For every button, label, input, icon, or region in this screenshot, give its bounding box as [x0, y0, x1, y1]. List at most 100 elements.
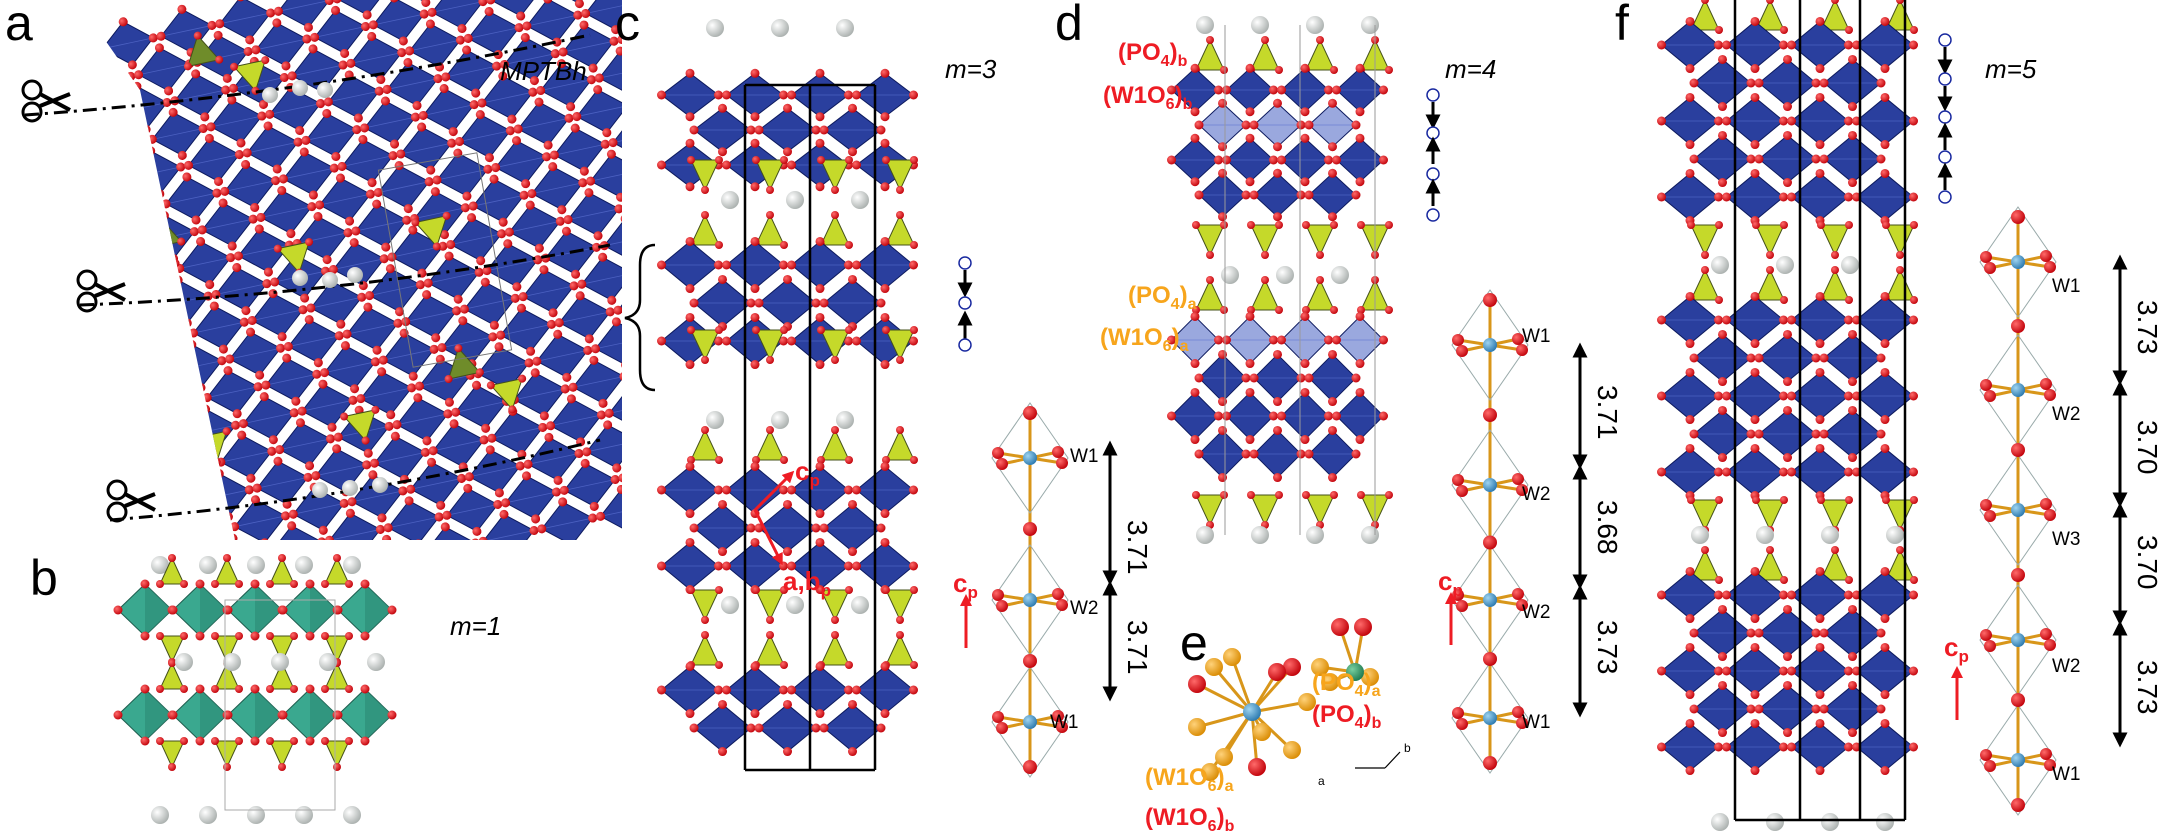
oxygen-atom	[530, 368, 540, 378]
oxygen-atom	[250, 684, 260, 694]
oxygen-atom	[1910, 576, 1918, 584]
oxygen-atom	[369, 458, 379, 468]
oxygen-atom	[1657, 742, 1666, 752]
oxygen-atom	[1283, 658, 1301, 676]
oxygen-atom	[321, 685, 329, 693]
oxygen-atom	[1689, 78, 1699, 88]
oxygen-atom	[715, 661, 723, 669]
oxygen-atom	[667, 23, 678, 34]
oxygen-atom	[372, 199, 382, 209]
tetrahedron	[1250, 278, 1280, 311]
oxygen-atom	[1269, 85, 1278, 95]
octahedron-edge	[536, 350, 588, 362]
oxygen-atom	[815, 68, 825, 78]
oxygen-atom	[1512, 706, 1524, 718]
oxygen-atom	[714, 336, 723, 346]
octahedron-edge	[581, 272, 622, 285]
oxygen-atom	[492, 61, 502, 71]
oxygen-atom	[559, 485, 569, 495]
oxygen-atom	[377, 513, 387, 523]
oxygen-atom	[1718, 405, 1727, 415]
oxygen-atom	[444, 374, 453, 383]
oxygen-atom	[295, 125, 305, 135]
oxygen-atom	[852, 260, 861, 270]
oxygen-atom	[168, 659, 176, 667]
oxygen-atom	[852, 160, 861, 170]
oxygen-atom	[235, 737, 243, 745]
cation-atom	[721, 596, 739, 614]
octahedron-edge	[478, 362, 530, 375]
cation-atom	[317, 82, 333, 98]
oxygen-atom	[368, 20, 378, 30]
oxygen-atom	[1811, 704, 1821, 714]
oxygen-atom	[1296, 120, 1306, 130]
octahedron-edge	[333, 258, 385, 270]
oxygen-atom	[335, 173, 345, 183]
oxygen-atom	[718, 147, 727, 157]
oxygen-atom	[1819, 704, 1829, 714]
cation-atom	[199, 556, 217, 574]
oxygen-atom	[663, 395, 674, 406]
oxygen-atom	[1722, 391, 1731, 401]
oxygen-atom	[143, 405, 153, 415]
oxygen-atom	[266, 8, 276, 18]
octahedron-edge	[564, 479, 616, 491]
oxygen-atom	[1268, 663, 1286, 681]
phosphorus-atom	[1188, 718, 1206, 736]
oxygen-atom	[342, 329, 352, 339]
oxygen-atom	[193, 496, 203, 506]
tetrahedron	[269, 635, 295, 664]
oxygen-atom	[845, 156, 853, 164]
cluster-bond	[1212, 666, 1254, 713]
oxygen-atom	[427, 7, 437, 17]
oxygen-atom	[118, 17, 128, 27]
panel-f-distance-1: 3.73	[2132, 300, 2163, 355]
panel-e-axis-b-label: b	[1404, 741, 1411, 755]
octahedron	[125, 420, 178, 466]
oxygen-atom	[333, 605, 343, 615]
oxygen-atom	[194, 394, 204, 404]
oxygen-atom	[750, 360, 760, 370]
oxygen-atom	[1685, 566, 1695, 576]
oxygen-atom	[534, 97, 544, 107]
octahedron-edge	[324, 361, 376, 374]
oxygen-atom	[1714, 590, 1723, 600]
panel-d-letter: d	[1055, 0, 1083, 51]
octahedron-edge	[319, 193, 371, 206]
oxygen-atom	[1516, 599, 1528, 611]
oxygen-atom	[251, 45, 261, 55]
octahedron-outline	[1979, 454, 2057, 566]
oxygen-atom	[1689, 154, 1699, 164]
oxygen-atom	[1910, 296, 1918, 304]
oxygen-atom	[467, 213, 477, 223]
octahedron-edge	[383, 348, 435, 361]
octahedron-edge	[105, 179, 123, 191]
oxygen-atom	[910, 661, 918, 669]
oxygen-atom	[333, 554, 341, 562]
oxygen-atom	[1848, 680, 1857, 690]
oxygen-atom	[239, 317, 249, 327]
teal-octahedron-shade	[200, 689, 227, 741]
octahedron-edge	[409, 39, 461, 52]
oxygen-atom	[584, 334, 594, 344]
tungsten-atom	[1483, 478, 1497, 492]
octahedron-edge	[229, 347, 281, 360]
oxygen-atom	[156, 481, 166, 491]
octahedron	[641, 407, 701, 461]
oxygen-atom	[754, 298, 764, 308]
oxygen-atom	[273, 244, 282, 253]
tetrahedron	[1195, 494, 1225, 527]
oxygen-atom	[381, 242, 391, 252]
oxygen-atom	[337, 161, 347, 171]
oxygen-atom	[499, 509, 509, 519]
oxygen-atom	[1754, 353, 1764, 363]
oxygen-atom	[331, 152, 341, 162]
oxygen-atom	[266, 685, 274, 693]
oxygen-atom	[752, 586, 760, 594]
octahedron-edge	[441, 336, 493, 349]
oxygen-atom	[415, 280, 425, 290]
oxygen-atom	[714, 260, 723, 270]
oxygen-atom	[30, 159, 41, 170]
oxygen-atom	[660, 115, 671, 126]
oxygen-atom	[155, 189, 165, 199]
